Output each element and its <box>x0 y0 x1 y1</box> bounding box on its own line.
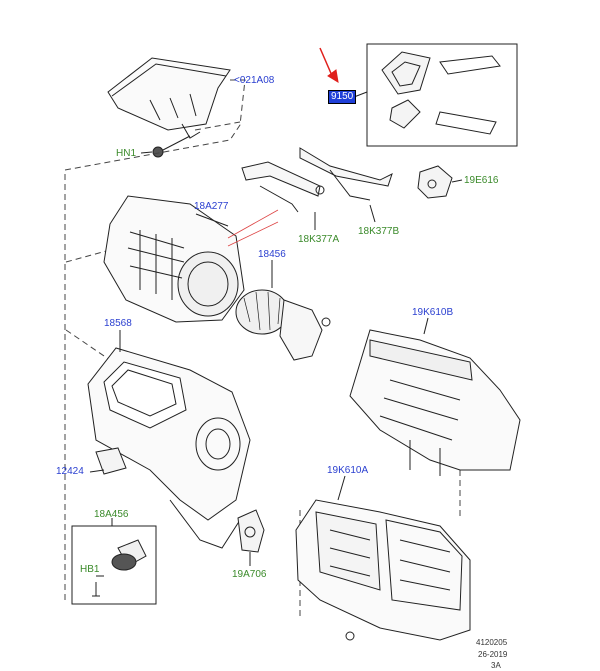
callout-19E616: 19E616 <box>464 175 499 186</box>
actuator-19E616-drawing <box>417 165 463 199</box>
blower-housing-18A277-drawing <box>103 195 279 323</box>
callout-18A456: 18A456 <box>94 509 129 520</box>
callout-hn1: HN1 <box>116 148 137 159</box>
callout-18K377A: 18K377A <box>298 234 340 245</box>
callout-18A277: 18A277 <box>194 201 229 212</box>
callout-18568: 18568 <box>104 318 132 329</box>
footer-date: 26-2019 <box>478 650 508 659</box>
blower-motor-18456-drawing <box>235 260 331 361</box>
clip-12424-drawing <box>89 447 127 475</box>
cover-021A08-drawing <box>107 57 231 139</box>
linkage-18K377B-drawing <box>299 147 393 223</box>
red-arrow-icon <box>319 47 339 83</box>
callout-18456: 18456 <box>258 249 286 260</box>
callout-9150[interactable]: 9150 <box>328 90 357 104</box>
callout-hb1: HB1 <box>80 564 100 575</box>
callout-021A08: <021A08 <box>234 75 275 86</box>
callout-19K610A: 19K610A <box>327 465 369 476</box>
resistor-18A456-drawing <box>71 518 157 605</box>
footer-rev: 3A <box>491 661 501 670</box>
actuator-19A706-drawing <box>237 509 265 566</box>
distribution-19K610B-drawing <box>349 317 521 476</box>
callout-19K610B: 19K610B <box>412 307 454 318</box>
seal-kit-9150-drawing <box>353 43 518 147</box>
callout-12424: 12424 <box>56 466 84 477</box>
callout-19A706: 19A706 <box>232 569 267 580</box>
housing-18568-drawing <box>87 330 251 549</box>
linkage-18K377A-drawing <box>241 161 325 230</box>
callout-18K377B: 18K377B <box>358 226 400 237</box>
footer-code: 4120205 <box>476 638 508 647</box>
nut-hn1-drawing <box>140 135 191 158</box>
distribution-19K610A-drawing <box>295 475 471 641</box>
